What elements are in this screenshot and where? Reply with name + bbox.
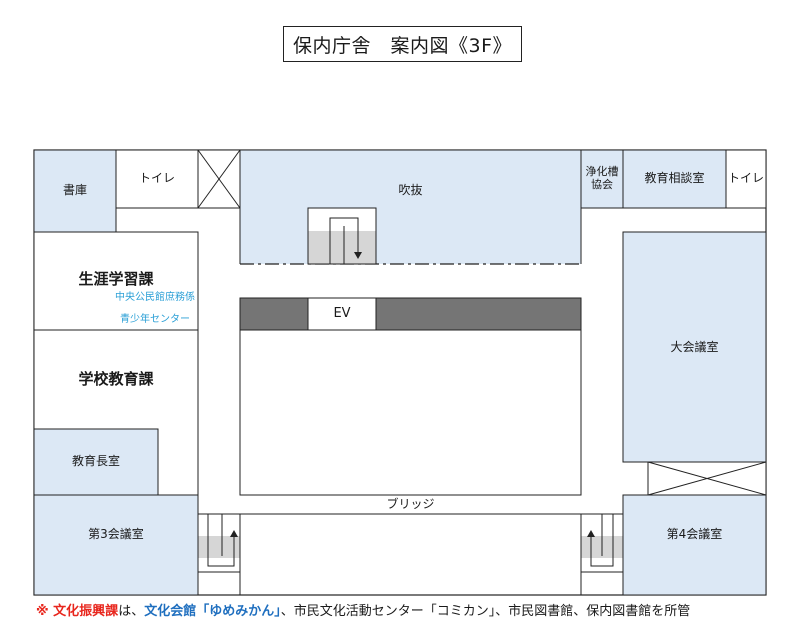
ev-bar-left (239, 297, 309, 331)
label-dai3-kaigi: 第3会議室 (88, 527, 144, 542)
atrium (240, 150, 581, 264)
footnote-dept: 文化振興課 (53, 604, 119, 619)
room-shoko (33, 149, 117, 233)
label-bridge: ブリッジ (386, 497, 435, 512)
footnote-kaikan: 文化会館「ゆめみかん」 (144, 604, 281, 619)
footnote-rest: 、市民文化活動センター「コミカン」、市民図書館、保内図書館を所管 (280, 604, 691, 619)
label-jokaso: 浄化槽 協会 (581, 152, 623, 206)
room-dai4-kaigi (622, 494, 767, 596)
label-shogai-gakushu: 生涯学習課 (78, 270, 154, 289)
label-toilet-left: トイレ (138, 171, 175, 186)
room-kyoiku-sodan (622, 149, 727, 209)
label-kyoiku-sodan: 教育相談室 (644, 171, 705, 186)
label-toilet-right: トイレ (727, 171, 764, 186)
room-dai-kaigi (622, 231, 767, 463)
ev-bar-right (375, 297, 582, 331)
label-dai4-kaigi: 第4会議室 (666, 527, 723, 542)
label-chuo-kominkan: 中央公民館庶務係 (115, 292, 195, 304)
footnote: ※ 文化振興課は、文化会館「ゆめみかん」、市民文化活動センター「コミカン」、市民… (36, 600, 690, 619)
label-dai-kaigi: 大会議室 (670, 340, 719, 355)
label-shoko: 書庫 (62, 183, 87, 198)
central-room (239, 329, 582, 496)
label-fukinuke: 吹抜 (398, 183, 423, 198)
label-jokaso-line1: 浄化槽 (585, 165, 619, 179)
room-jokaso (580, 149, 624, 209)
room-toilet-right (725, 149, 767, 209)
room-toilet-left (115, 149, 199, 209)
footnote-particle: は、 (118, 604, 145, 619)
room-shogai-gakushu (33, 231, 199, 331)
label-kyoikucho: 教育長室 (71, 454, 120, 469)
label-gakko-kyoiku: 学校教育課 (78, 370, 154, 389)
label-seishonen: 青少年センター (120, 314, 190, 326)
room-kyoikucho (33, 428, 159, 496)
label-jokaso-line2: 協会 (591, 178, 613, 191)
label-ev: EV (333, 305, 351, 321)
footnote-mark: ※ (36, 604, 54, 619)
room-dai3-kaigi (33, 494, 199, 596)
page-title: 保内庁舎 案内図《3F》 (283, 26, 522, 62)
